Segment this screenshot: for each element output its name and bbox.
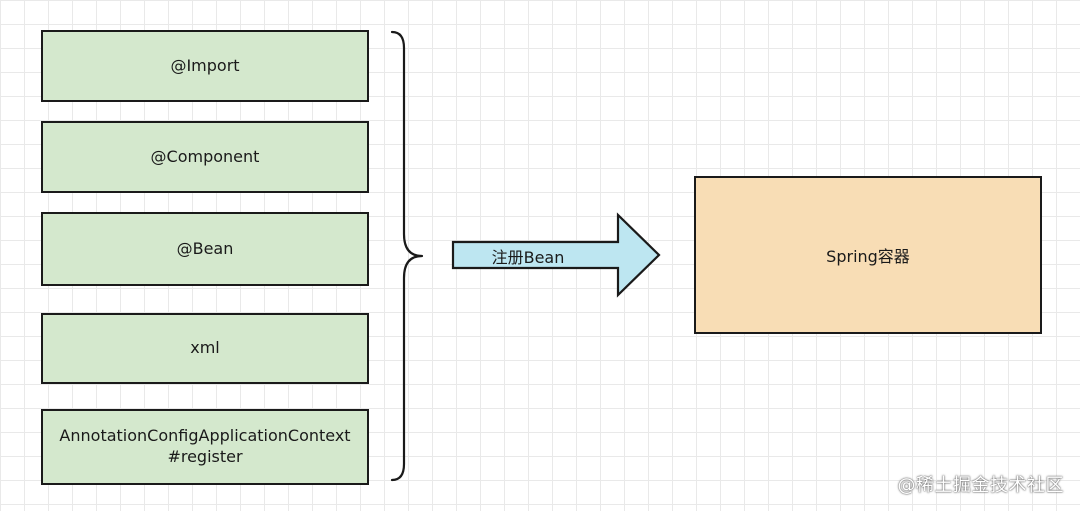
- spring-container-box: Spring容器: [694, 176, 1042, 334]
- source-box-bean: @Bean: [41, 212, 369, 286]
- curly-brace: [390, 30, 424, 482]
- source-label-component: @Component: [150, 146, 260, 166]
- source-label-register: AnnotationConfigApplicationContext #regi…: [59, 426, 351, 466]
- source-box-xml: xml: [41, 313, 369, 384]
- source-box-import: @Import: [41, 30, 369, 102]
- arrow-label: 注册Bean: [491, 248, 565, 267]
- watermark: @稀土掘金技术社区: [897, 475, 1064, 496]
- source-label-import: @Import: [170, 55, 240, 75]
- source-box-register: AnnotationConfigApplicationContext #regi…: [41, 409, 369, 485]
- source-label-bean: @Bean: [176, 238, 234, 258]
- register-arrow-shape: [451, 212, 661, 298]
- source-label-xml: xml: [190, 338, 220, 358]
- curly-brace-path: [390, 30, 424, 482]
- register-arrow: [451, 212, 661, 298]
- spring-container-label: Spring容器: [826, 247, 910, 266]
- source-box-component: @Component: [41, 121, 369, 193]
